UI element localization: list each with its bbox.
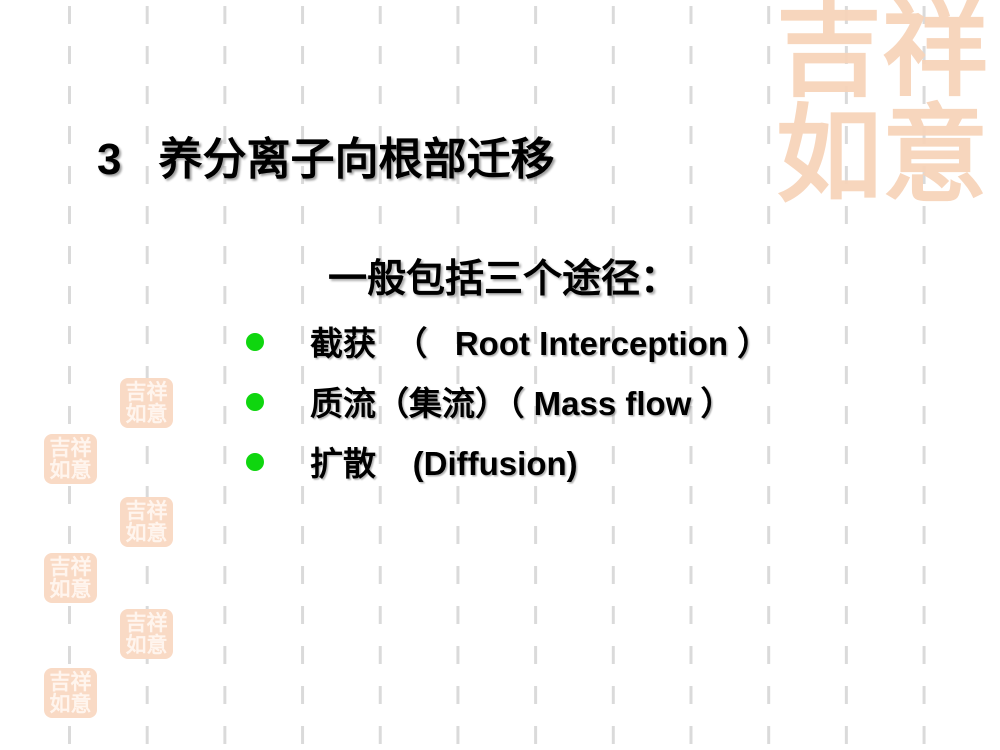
slide-subtitle: 一般包括三个途径： — [328, 258, 680, 301]
bullet-text: 截获 （ Root Interception ） — [310, 325, 771, 362]
seal-stamp: 吉祥如意 — [44, 668, 97, 718]
bullet-text: 质流（集流）（ Mass flow ） — [310, 385, 734, 422]
seal-stamp: 吉祥如意 — [120, 609, 173, 659]
bullet-text: 扩散 (Diffusion) — [310, 445, 578, 482]
title-text: 养分离子向根部迁移 — [158, 135, 555, 184]
bullet-item: 扩散 (Diffusion) — [246, 434, 770, 494]
bullet-icon — [246, 333, 264, 351]
seal-stamp: 吉祥如意 — [120, 497, 173, 547]
bullet-list: 截获 （ Root Interception ） 质流（集流）（ Mass fl… — [246, 314, 770, 494]
seal-stamp: 吉祥如意 — [44, 434, 97, 484]
seal-stamp-text: 吉祥如意 — [125, 498, 168, 545]
seal-stamp-text: 吉祥如意 — [49, 435, 92, 482]
seal-stamp-text: 吉祥如意 — [125, 610, 168, 657]
title-number: 3 — [97, 135, 122, 184]
seal-stamp-text: 吉祥如意 — [49, 669, 92, 716]
corner-seal-logo: 吉祥如意 — [776, 0, 988, 217]
seal-stamp-text: 吉祥如意 — [49, 554, 92, 601]
bullet-item: 截获 （ Root Interception ） — [246, 314, 770, 374]
seal-stamp: 吉祥如意 — [120, 378, 173, 428]
slide-title: 3 养分离子向根部迁移 — [97, 134, 554, 186]
bullet-icon — [246, 453, 264, 471]
bullet-item: 质流（集流）（ Mass flow ） — [246, 374, 770, 434]
bullet-icon — [246, 393, 264, 411]
seal-stamp: 吉祥如意 — [44, 553, 97, 603]
seal-stamp-text: 吉祥如意 — [125, 379, 168, 426]
